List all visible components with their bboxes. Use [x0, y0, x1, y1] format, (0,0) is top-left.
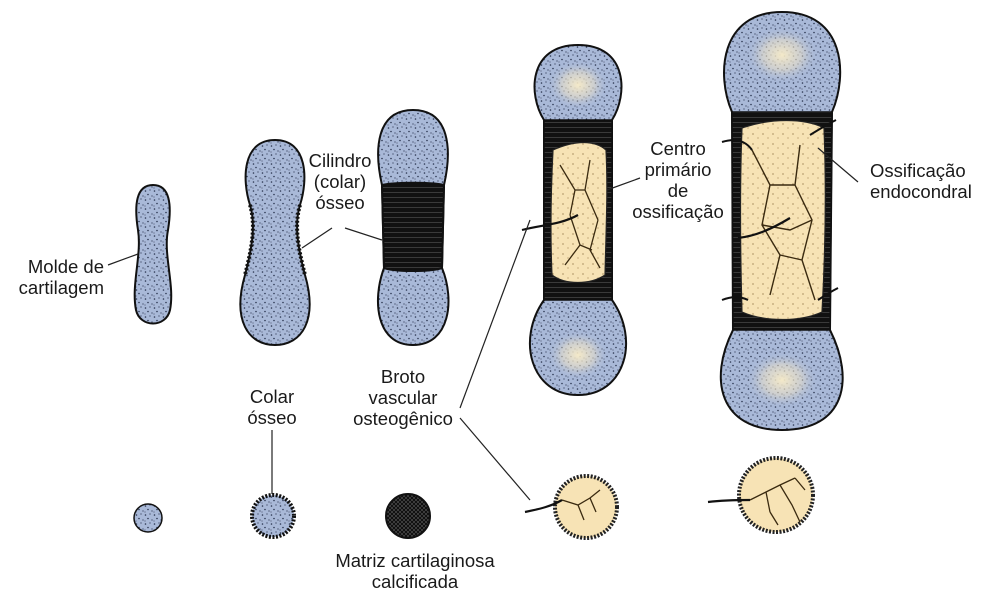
label-center-line2: primário	[618, 159, 738, 180]
label-endochondral-ossification: Ossificação endocondral	[870, 160, 988, 202]
label-endochondral-line1: Ossificação	[870, 160, 988, 181]
label-primary-ossification-center: Centro primário de ossificação	[618, 138, 738, 222]
label-collar-line2: ósseo	[232, 407, 312, 428]
label-matrix-line1: Matriz cartilaginosa	[320, 550, 510, 571]
label-cylinder-line3: ósseo	[300, 192, 380, 213]
label-cartilage-model-line1: Molde de	[4, 256, 104, 277]
label-calcified-cartilage-matrix: Matriz cartilaginosa calcificada	[320, 550, 510, 592]
cross-section-bone-collar	[252, 495, 294, 537]
label-bone-collar-cylinder: Cilindro (colar) ósseo	[300, 150, 380, 213]
label-cylinder-line2: (colar)	[300, 171, 380, 192]
label-collar-line1: Colar	[232, 386, 312, 407]
label-bud-line1: Broto	[338, 366, 468, 387]
label-center-line4: ossificação	[618, 201, 738, 222]
endochondral-ossification-bone	[721, 12, 843, 430]
label-cartilage-model: Molde de cartilagem	[4, 256, 104, 298]
label-osteogenic-vascular-bud: Broto vascular osteogênico	[338, 366, 468, 429]
cartilage-model	[135, 185, 172, 324]
label-endochondral-line2: endocondral	[870, 181, 988, 202]
primary-ossification-bone	[522, 45, 626, 395]
calcified-cartilage-model	[378, 110, 449, 345]
label-bone-collar: Colar ósseo	[232, 386, 312, 428]
cross-section-cartilage	[134, 504, 162, 532]
cross-section-endochondral	[708, 458, 813, 532]
cross-section-calcified	[386, 494, 430, 538]
label-cartilage-model-line2: cartilagem	[4, 277, 104, 298]
label-bud-line2: vascular	[338, 387, 468, 408]
cross-section-primary-center	[525, 476, 617, 538]
label-cylinder-line1: Cilindro	[300, 150, 380, 171]
label-bud-line3: osteogênico	[338, 408, 468, 429]
label-matrix-line2: calcificada	[320, 571, 510, 592]
label-center-line1: Centro	[618, 138, 738, 159]
label-center-line3: de	[618, 180, 738, 201]
